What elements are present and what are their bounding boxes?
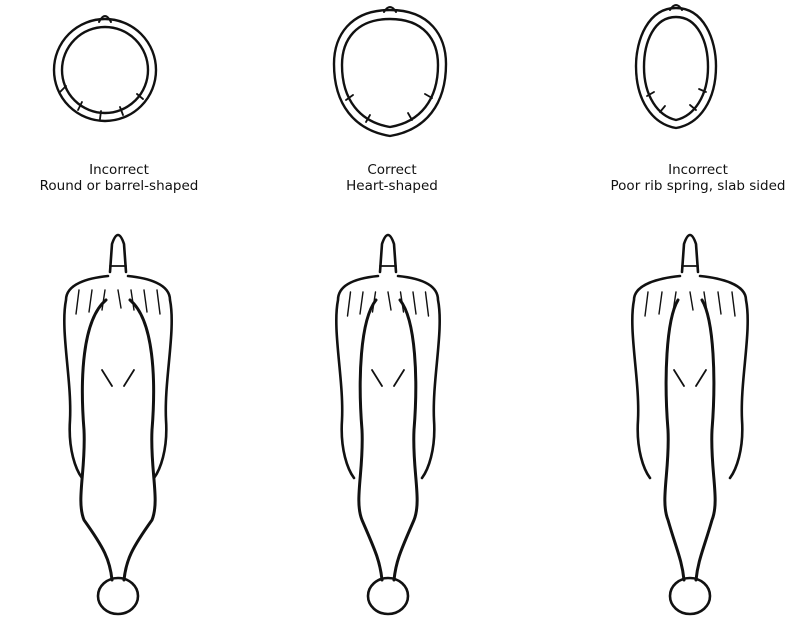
fur-tuft [645, 292, 648, 316]
left-body-outline [359, 300, 382, 580]
right-body-outline [394, 300, 417, 580]
shoulder-blade-marks [102, 370, 134, 386]
left-body-outline [665, 300, 684, 580]
dog-top-view-slab [632, 235, 747, 614]
shoulder-blade-marks [674, 370, 706, 386]
right-body-outline [124, 300, 155, 580]
fur-tuft [413, 292, 416, 314]
fur-tuft [426, 292, 429, 316]
fur-tuft [118, 290, 121, 308]
rib-cross-section-heart [334, 7, 446, 136]
caption-verdict: Incorrect [578, 162, 804, 178]
fur-tuft [144, 290, 147, 312]
tail-base [670, 578, 710, 614]
fur-tuft [718, 292, 721, 314]
right-fur-outline [700, 276, 748, 478]
shoulder-blade-marks [372, 370, 404, 386]
caption-heart: Correct Heart-shaped [272, 162, 512, 194]
tail-base [98, 578, 138, 614]
dog-top-view-heart [336, 235, 439, 614]
caption-description: Round or barrel-shaped [0, 178, 239, 194]
right-body-outline [696, 300, 715, 580]
caption-slab: Incorrect Poor rib spring, slab sided [578, 162, 804, 194]
fur-tuft [690, 292, 693, 310]
rib-cross-section-slab [636, 5, 716, 128]
caption-round: Incorrect Round or barrel-shaped [0, 162, 239, 194]
tail-base [368, 578, 408, 614]
fur-tuft [348, 292, 351, 316]
caption-description: Poor rib spring, slab sided [578, 178, 804, 194]
caption-verdict: Correct [272, 162, 512, 178]
fur-tuft [360, 292, 363, 314]
fur-tuft [76, 290, 79, 314]
caption-verdict: Incorrect [0, 162, 239, 178]
left-fur-outline [632, 276, 680, 478]
fur-tuft [659, 292, 662, 314]
fur-tuft [89, 290, 92, 312]
dog-top-view-round [64, 235, 171, 614]
left-body-outline [81, 300, 112, 580]
rib-cross-section-round [54, 16, 156, 121]
caption-description: Heart-shaped [272, 178, 512, 194]
fur-tuft [732, 292, 735, 316]
fur-tuft [157, 290, 160, 314]
fur-tuft [388, 292, 391, 310]
